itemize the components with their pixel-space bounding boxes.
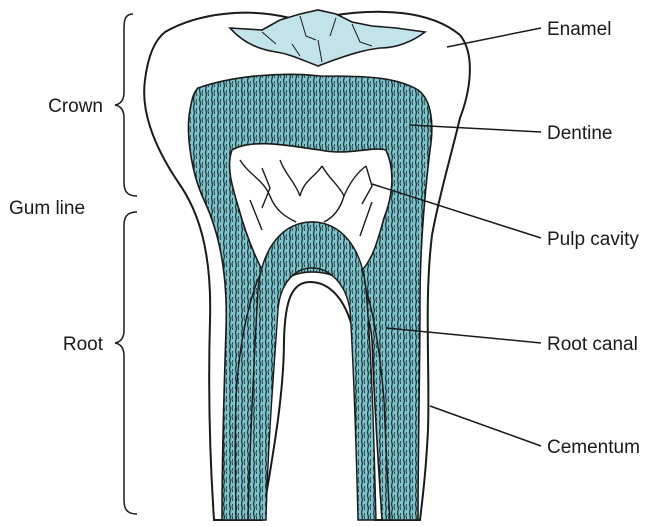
dentine-layer bbox=[189, 74, 432, 520]
label-gum-line: Gum line bbox=[9, 198, 85, 219]
label-cementum: Cementum bbox=[547, 437, 640, 458]
root-brace bbox=[115, 212, 137, 514]
label-pulp-cavity: Pulp cavity bbox=[547, 229, 639, 250]
label-root-canal: Root canal bbox=[547, 334, 638, 355]
inner-dentine-band bbox=[248, 222, 376, 520]
label-root: Root bbox=[63, 334, 104, 355]
crown-brace bbox=[115, 14, 137, 196]
label-dentine: Dentine bbox=[547, 123, 613, 144]
label-crown: Crown bbox=[48, 96, 103, 117]
label-enamel: Enamel bbox=[547, 19, 611, 40]
cementum-leader-line bbox=[430, 406, 541, 446]
